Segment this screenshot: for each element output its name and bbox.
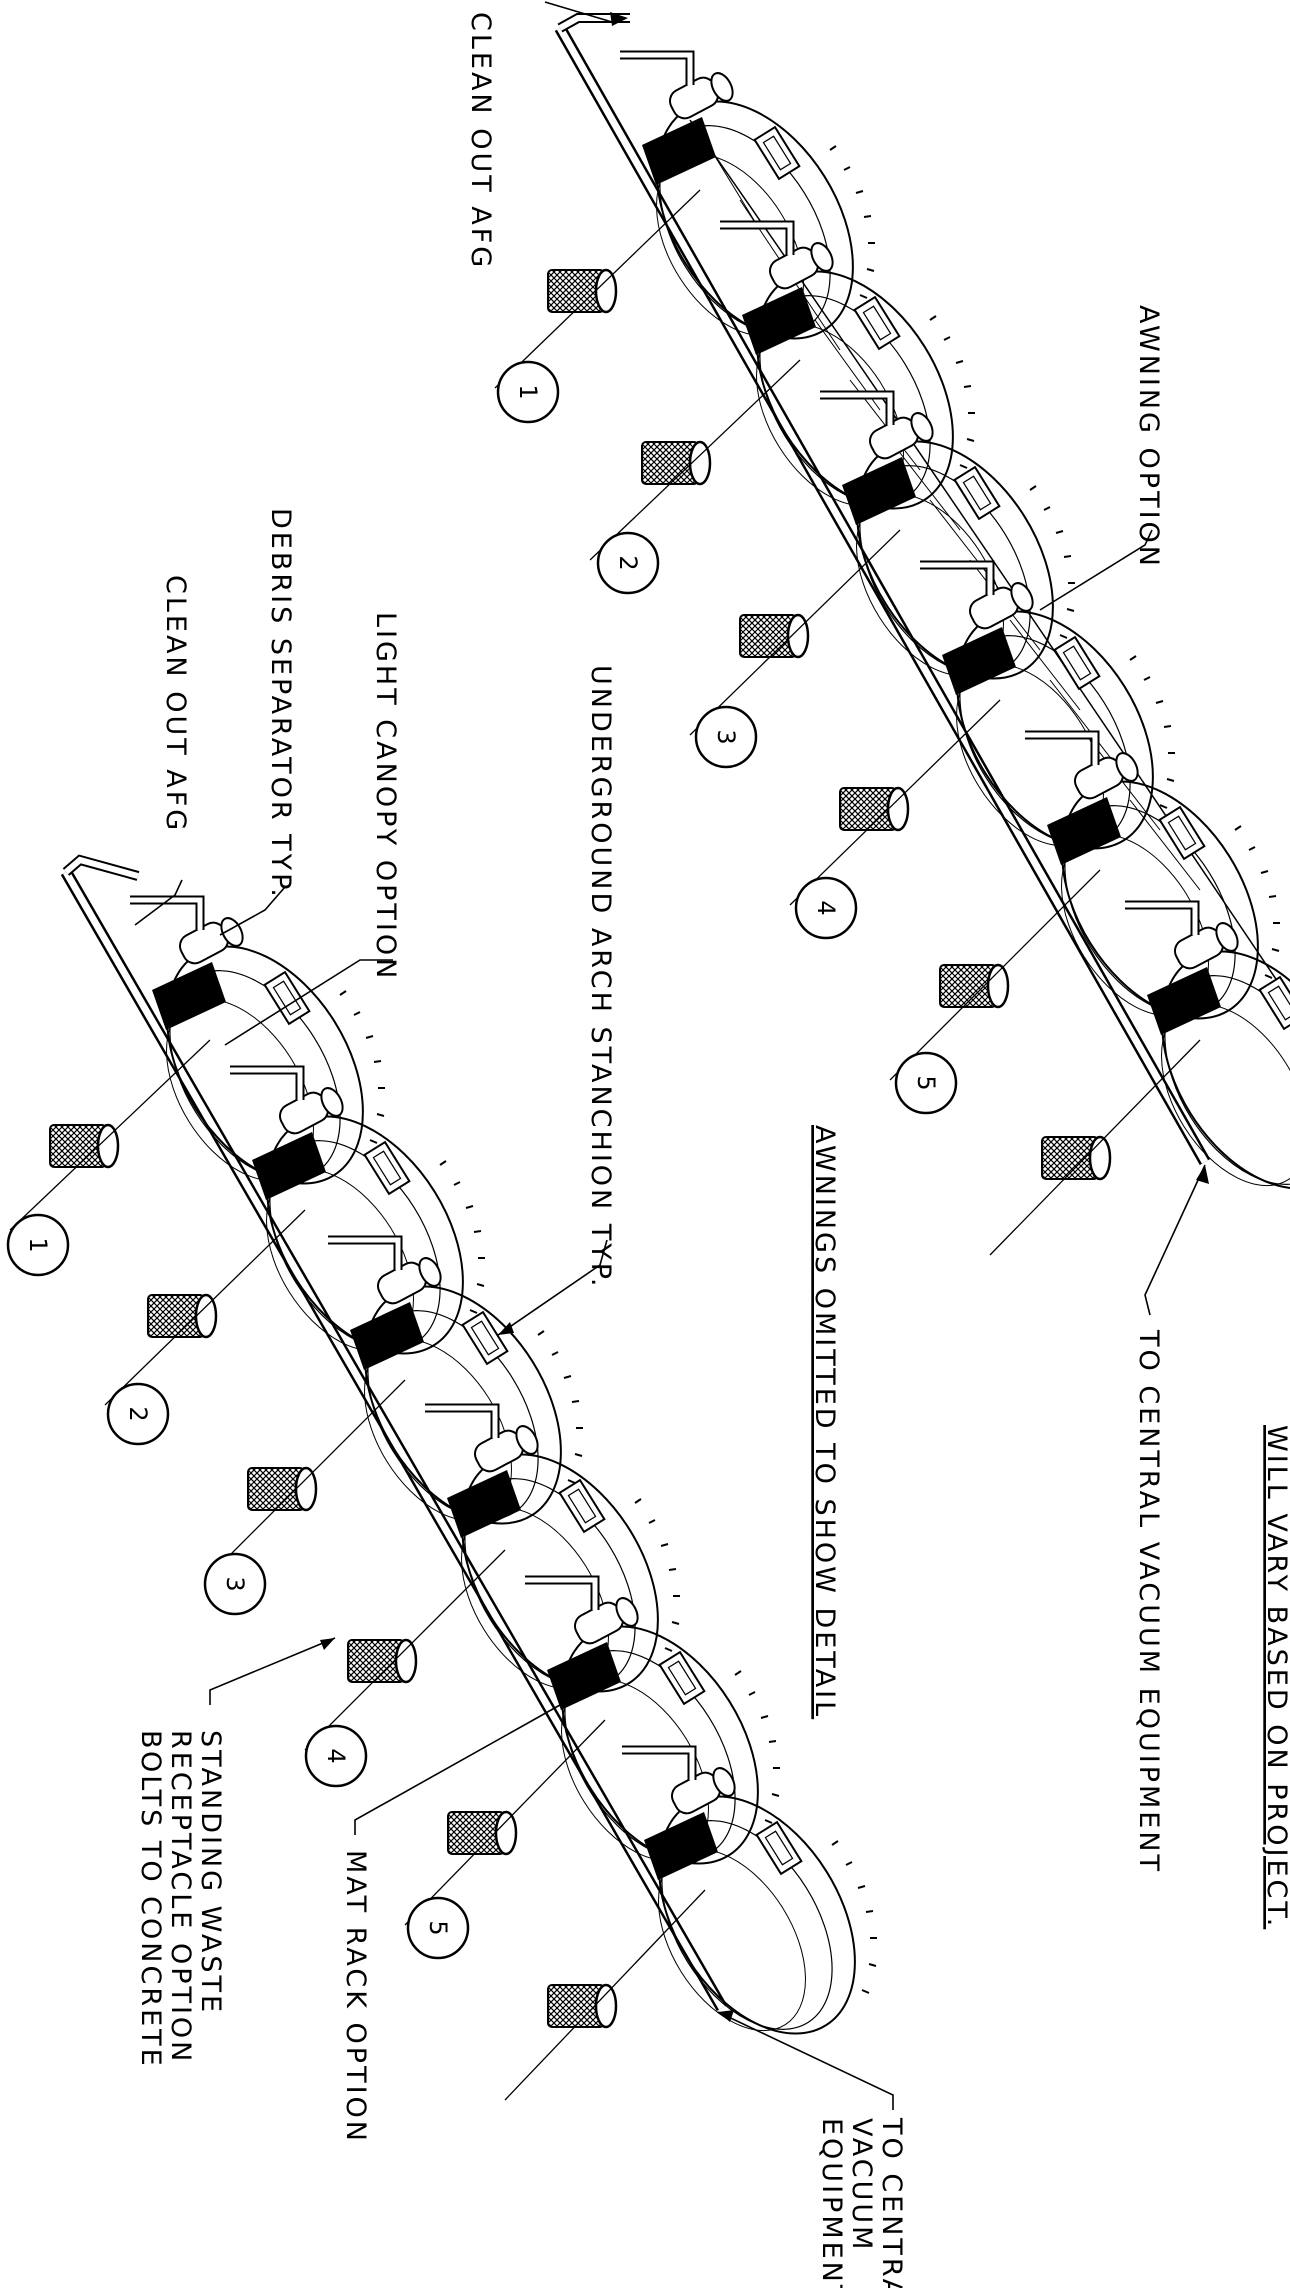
bottom-bubble-label: 5 [424, 1920, 452, 1935]
standing-waste-line-3: BOLTS TO CONCRETE [135, 1730, 166, 2069]
clean-out-top-label: CLEAN OUT AFG [465, 12, 496, 270]
awning-option-label: AWNING OPTION [1133, 305, 1164, 569]
top-bubble-1: 1 [496, 360, 560, 424]
bottom-bubble-5: 5 [406, 1896, 470, 1960]
bottom-bin-6 [546, 1983, 618, 2029]
mat-rack-label: MAT RACK OPTION [340, 1850, 371, 2144]
top-bin-3 [738, 613, 810, 659]
to-central-vacuum-top-label: TO CENTRAL VACUUM EQUIPMENT [1133, 1329, 1164, 1874]
to-central-vacuum-bottom-line-2: VACUUM [846, 2118, 877, 2252]
top-bubble-label: 3 [712, 729, 740, 744]
bottom-bubble-label: 3 [221, 1576, 249, 1591]
top-bubble-label: 5 [912, 1075, 940, 1090]
top-bubble-5: 5 [894, 1051, 958, 1115]
awning-hatch [689, 119, 1290, 1001]
top-bubble-label: 4 [812, 900, 840, 915]
light-canopy-label: LIGHT CANOPY OPTION [370, 612, 401, 981]
standing-waste-line-1: STANDING WASTE [195, 1730, 226, 2015]
top-bubble-2: 2 [596, 531, 660, 595]
top-bubble-label: 2 [614, 555, 642, 570]
bottom-bubble-label: 4 [322, 1748, 350, 1763]
underground-arch-label: UNDERGROUND ARCH STANCHION TYP. [585, 665, 616, 1289]
bottom-bubble-1: 1 [6, 1213, 70, 1277]
top-bubble-4: 4 [794, 876, 858, 940]
bottom-bin-5 [446, 1810, 518, 1856]
bottom-bubble-2: 2 [106, 1382, 170, 1446]
clean-out-bottom-label: CLEAN OUT AFG [160, 575, 191, 833]
top-bubble-label: 1 [514, 384, 542, 399]
bottom-bubble-label: 1 [24, 1237, 52, 1252]
arrowheads [320, 12, 1209, 2022]
bottom-bin-4 [346, 1638, 418, 1684]
top-bin-1 [546, 268, 618, 314]
standing-waste-line-2: RECEPTACLE OPTION [165, 1730, 196, 2064]
bottom-bubble-4: 4 [304, 1724, 368, 1788]
bottom-bin-1 [48, 1123, 120, 1169]
awnings-omitted-label: AWNINGS OMITTED TO SHOW DETAIL [809, 1125, 840, 1719]
to-central-vacuum-bottom-line-3: EQUIPMENT [816, 2118, 847, 2288]
top-note-label: WILL VARY BASED ON PROJECT. [1261, 1425, 1290, 1929]
bottom-assembly [9, 854, 895, 2101]
callout-leaders [134, 1, 1206, 2110]
top-bubble-3: 3 [694, 705, 758, 769]
top-assembly [494, 13, 1290, 1256]
bottom-bubble-3: 3 [203, 1552, 267, 1616]
to-central-vacuum-bottom-line-1: TO CENTRAL [876, 2117, 907, 2288]
debris-separator-label: DEBRIS SEPARATOR TYP. [265, 508, 296, 900]
bottom-bubble-label: 2 [124, 1406, 152, 1421]
